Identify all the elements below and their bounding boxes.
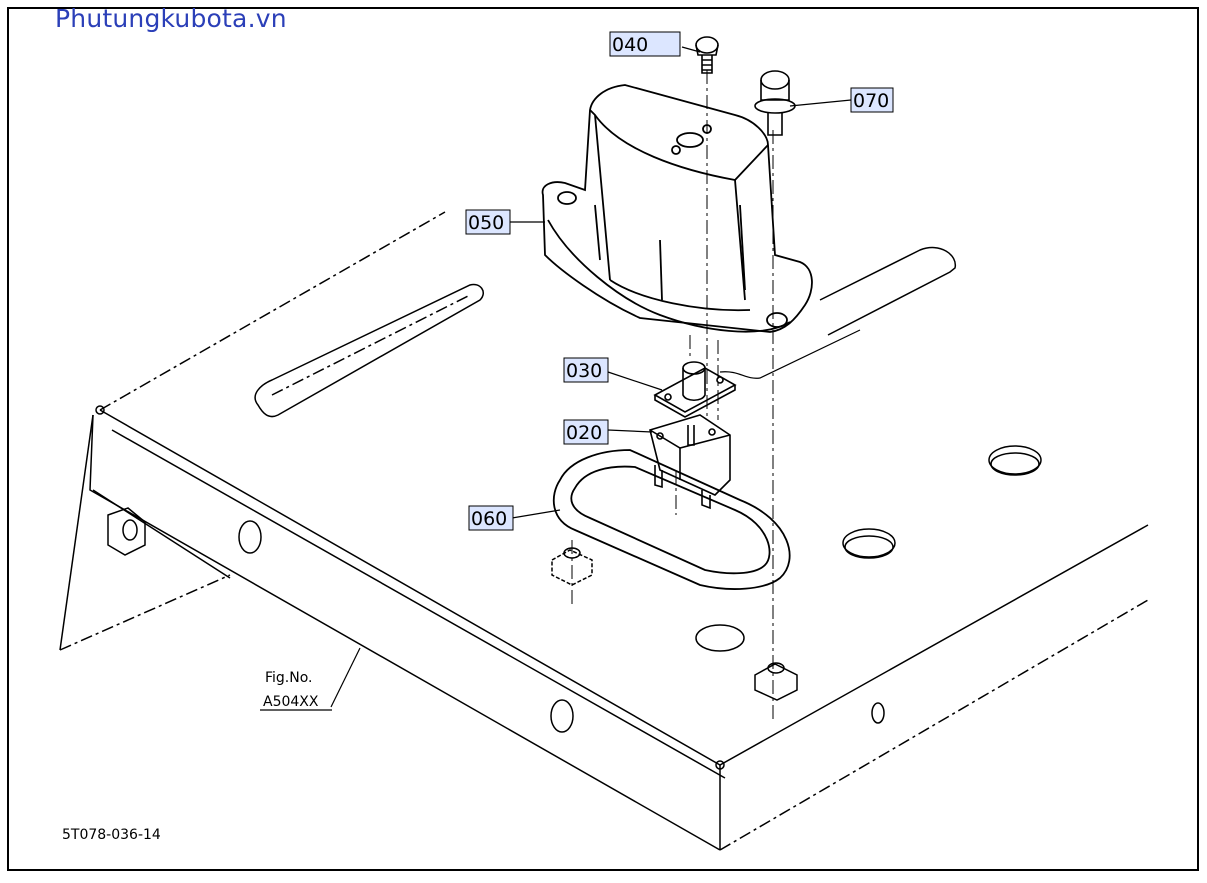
centerlines (571, 70, 774, 720)
callout-030-text: 030 (566, 360, 602, 382)
drawing-border (7, 7, 1199, 871)
callout-040[interactable]: 040 (609, 31, 681, 57)
drawing-number: 5T078-036-14 (62, 827, 161, 843)
part-050-cover (541, 84, 813, 333)
callout-060[interactable]: 060 (468, 505, 514, 531)
part-060-gasket (552, 449, 791, 590)
callout-020-text: 020 (566, 422, 602, 444)
part-070-bolt (754, 70, 796, 136)
callout-040-text: 040 (612, 34, 648, 56)
leader-wave (719, 329, 861, 379)
leader-lines (330, 46, 852, 708)
part-040-bolt (695, 36, 719, 74)
site-watermark: Phutungkubota.vn (55, 4, 287, 33)
callout-070-text: 070 (853, 90, 889, 112)
callout-060-text: 060 (471, 508, 507, 530)
callout-030[interactable]: 030 (563, 357, 609, 383)
base-plate (59, 211, 1149, 851)
fig-ref-label: Fig.No. (265, 670, 313, 686)
callout-050-text: 050 (468, 212, 504, 234)
part-020-switch (649, 414, 731, 510)
callout-050[interactable]: 050 (465, 209, 511, 235)
fig-ref-number: A504XX (263, 694, 319, 710)
callout-070[interactable]: 070 (850, 87, 894, 113)
part-030-plate (653, 361, 737, 418)
callout-020[interactable]: 020 (563, 419, 609, 445)
